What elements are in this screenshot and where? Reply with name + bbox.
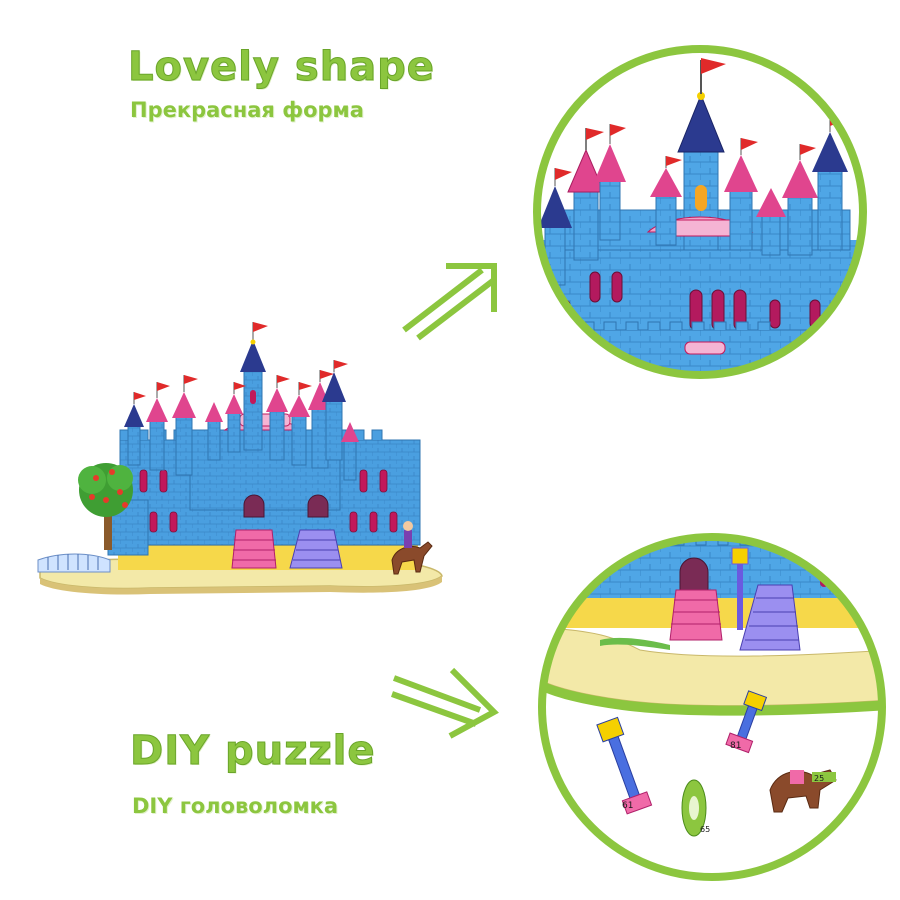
loose-piece-lamp-right — [725, 690, 768, 754]
arrow-top — [402, 263, 497, 341]
piece-number-25: 25 — [814, 774, 824, 783]
caption-lovely-shape-ru: Прекрасная форма — [130, 98, 364, 122]
zoom-circle-pieces: 61 81 65 25 — [538, 533, 886, 881]
zoom-circle-towers: 51 59 — [533, 45, 867, 379]
piece-number-61: 61 — [622, 801, 633, 811]
knight-piece — [391, 521, 433, 575]
castle-stairs — [231, 494, 343, 569]
loose-piece-horse — [769, 769, 837, 813]
castle-towers — [124, 322, 359, 481]
bridge-piece — [37, 553, 111, 573]
loose-piece-oval — [681, 779, 707, 837]
caption-diy-puzzle-ru: DIY головоломка — [132, 794, 339, 818]
caption-lovely-shape: Lovely shape — [128, 44, 435, 91]
loose-piece-lamp-left — [596, 716, 653, 815]
castle-model — [37, 322, 443, 595]
piece-number-81: 81 — [730, 741, 741, 751]
arrow-bottom — [390, 667, 499, 739]
caption-diy-puzzle: DIY puzzle — [130, 728, 376, 775]
piece-number-65: 65 — [700, 825, 710, 834]
tree-piece — [78, 463, 133, 550]
